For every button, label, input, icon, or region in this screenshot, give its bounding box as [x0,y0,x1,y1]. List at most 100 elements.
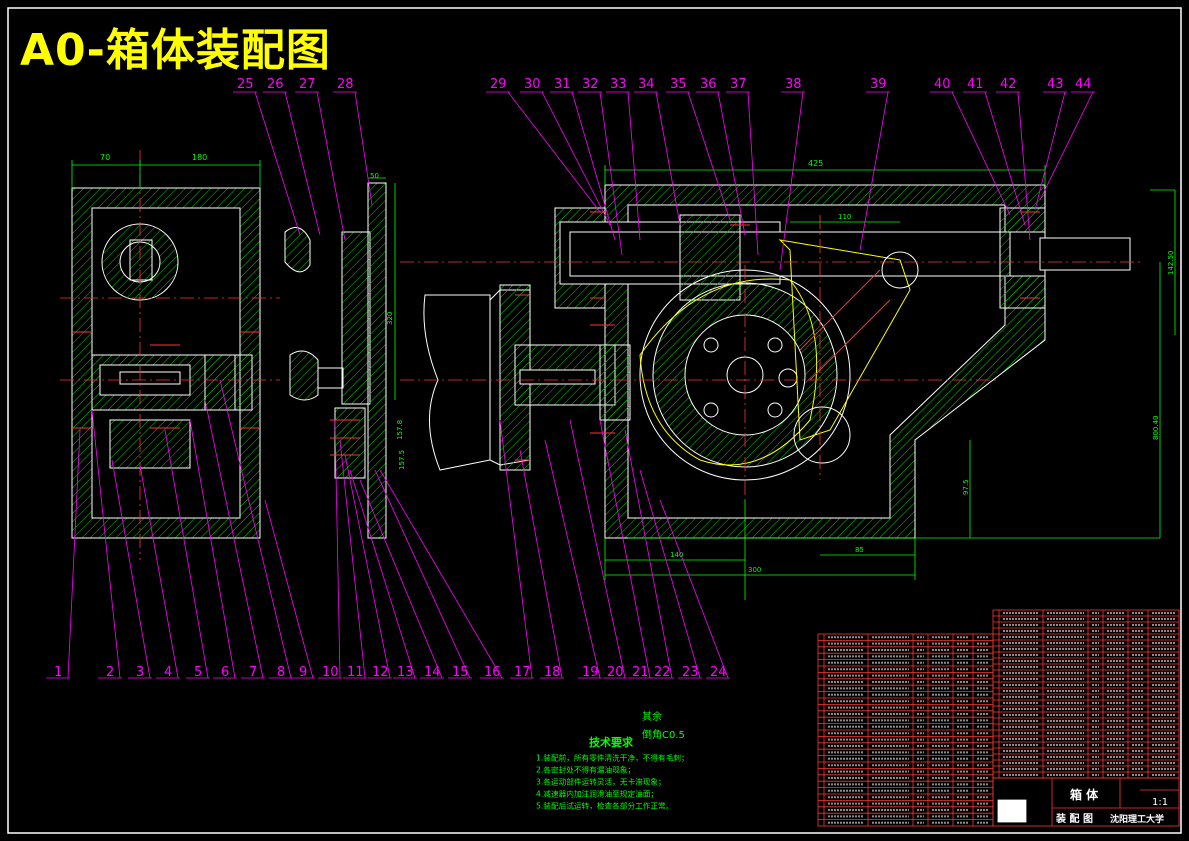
dimension-180: 180 [192,153,207,162]
tech-line: 3.各运动部件运转灵活，无卡滞现象； [536,778,666,788]
balloon-16: 16 [484,665,501,680]
leader-line [747,91,759,256]
balloon-41: 41 [967,77,984,92]
titleblock-type: 装 配 图 [1055,812,1093,825]
leader-line [1017,91,1031,241]
balloon-43: 43 [1047,77,1064,92]
balloon-36: 36 [700,77,717,92]
technical-requirements: 技术要求 1.装配前，所有零件清洗干净，不得有毛刺； 2.各密封处不得有漏油现象… [536,736,689,814]
leader-line [1034,91,1066,211]
tech-line: 2.各密封处不得有漏油现象； [536,766,636,776]
titleblock-scale: 1:1 [1152,797,1168,808]
balloon-2: 2 [106,665,114,680]
leader-line [344,454,391,679]
balloon-6: 6 [221,665,229,680]
leader-line [254,91,301,236]
balloon-5: 5 [194,665,202,680]
parts-list-left [817,633,994,827]
leader-line [354,91,373,206]
balloon-4: 4 [164,665,172,680]
leader-line [359,479,443,679]
motor-outline [423,284,531,471]
dimension-320: 320 [386,312,394,325]
balloon-20: 20 [607,665,624,680]
leader-line [599,91,623,256]
balloon-15: 15 [452,665,469,680]
leader-line [139,464,179,679]
leader-line [659,499,729,679]
leader-line [264,499,314,679]
dimension-85: 85 [855,546,864,554]
tech-title: 技术要求 [589,736,633,749]
leader-line [984,91,1026,226]
tech-line: 1.装配前，所有零件清洗干净，不得有毛刺； [536,754,689,764]
balloon-18: 18 [544,665,561,680]
leader-line [859,91,889,251]
leader-line [627,91,641,241]
balloon-40: 40 [934,77,951,92]
tech-line: 5.装配后试运转，检查各部分工作正常。 [536,803,674,812]
leader-line [639,469,701,679]
leader-line [316,91,346,241]
leader-line [67,429,81,679]
balloon-29: 29 [490,77,507,92]
leader-line [655,91,681,226]
balloon-31: 31 [554,77,571,92]
leader-line [189,419,236,679]
dimension-157-8: 157.8 [396,420,404,440]
title-block [992,777,1180,827]
balloon-24: 24 [710,665,727,680]
chamfer-note: 倒角C0.5 [642,730,685,741]
balloon-44: 44 [1075,77,1092,92]
tech-line: 4.减速器内加注润滑油至规定油面； [536,791,659,800]
balloon-13: 13 [397,665,414,680]
dimension-110: 110 [838,213,851,221]
leader-line [219,379,292,679]
balloon-8: 8 [277,665,285,680]
balloon-38: 38 [785,77,802,92]
drawing-border [7,7,1182,834]
balloon-21: 21 [632,665,649,680]
balloon-39: 39 [870,77,887,92]
balloon-28: 28 [337,77,354,92]
balloon-35: 35 [670,77,687,92]
leader-line [624,429,673,679]
balloon-7: 7 [249,665,257,680]
titleblock-school: 沈阳理工大学 [1110,813,1164,825]
parts-list-right [992,609,1180,779]
balloon-32: 32 [582,77,599,92]
leader-lines [46,91,1095,679]
leader-line [284,91,321,236]
leader-line [687,91,731,221]
leader-line [339,439,366,679]
balloon-14: 14 [424,665,441,680]
balloon-19: 19 [582,665,599,680]
balloon-37: 37 [730,77,747,92]
dimension-97-5: 97.5 [962,479,970,495]
leader-line [334,419,341,679]
leader-line [779,91,804,271]
leader-line [349,469,416,679]
balloon-22: 22 [654,665,671,680]
leader-line [164,429,209,679]
balloon-10: 10 [322,665,339,680]
leader-line [1039,91,1094,201]
leader-line [571,91,616,241]
main-housing [554,184,1131,539]
titleblock-name: 箱 体 [1070,787,1099,802]
balloon-17: 17 [514,665,531,680]
dimension-142-50: 142.50 [1167,251,1175,276]
balloon-3: 3 [136,665,144,680]
middle-plate-view [284,182,387,539]
leader-line [951,91,1011,216]
dimension-800-40: 800.40 [1152,416,1160,441]
leader-line [111,459,151,679]
drawing-title: A0-箱体装配图 [20,25,331,76]
leader-line [599,419,651,679]
dimension-140: 140 [670,551,683,559]
dimension-300: 300 [748,566,761,574]
leader-line [91,409,121,679]
leader-line [507,91,601,213]
